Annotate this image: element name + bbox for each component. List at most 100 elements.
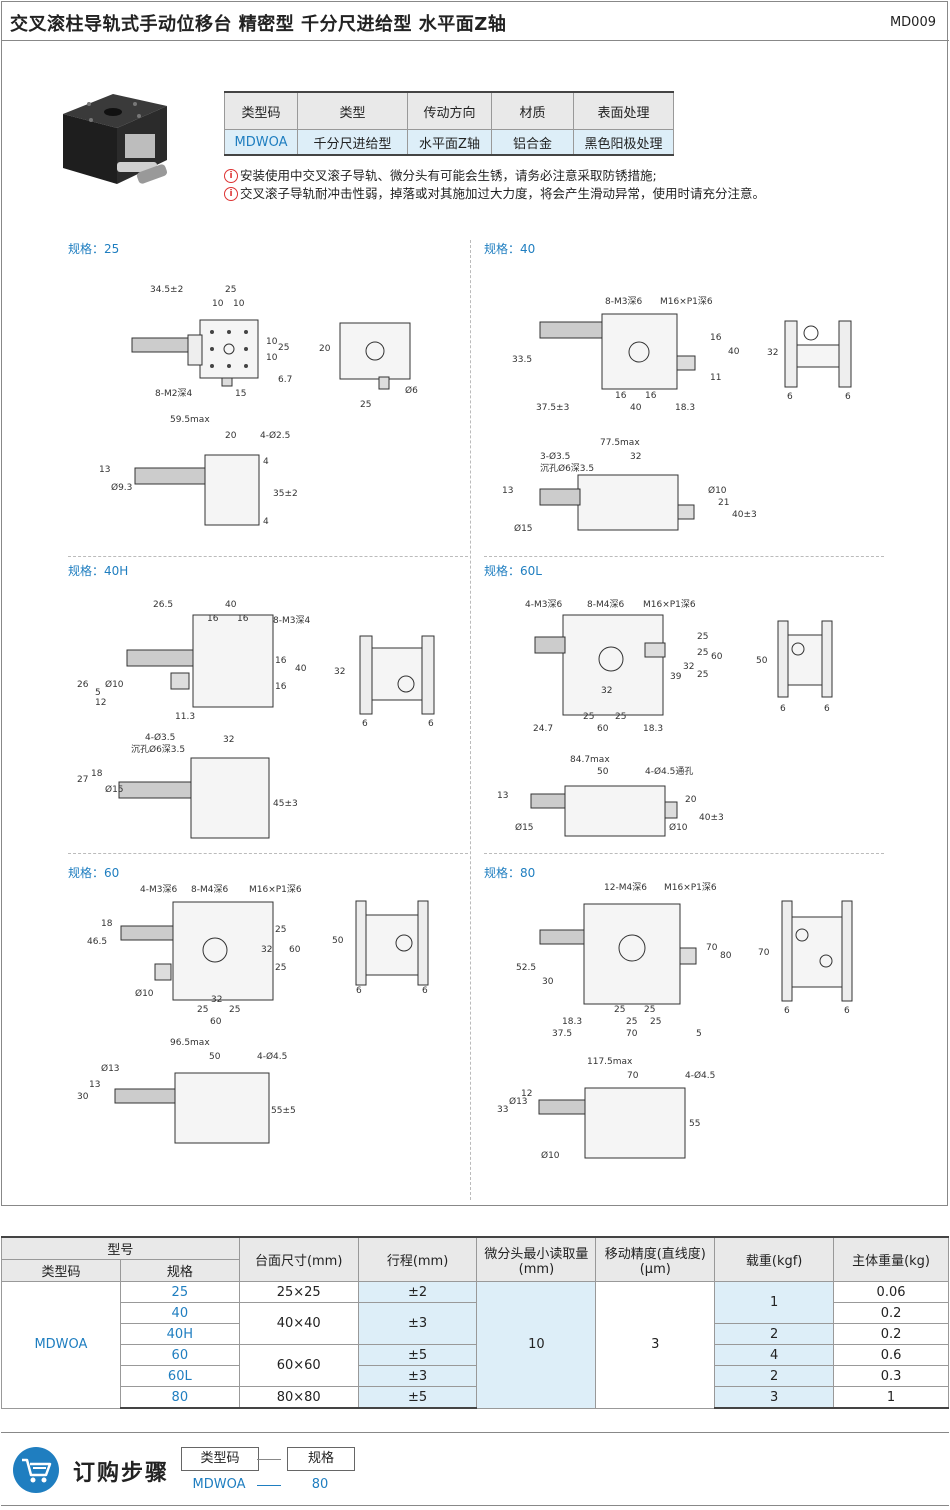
svg-text:4-M3深6: 4-M3深6 [140,884,177,895]
svg-text:5: 5 [696,1029,702,1039]
order-connector [257,1459,281,1460]
svg-text:10: 10 [266,353,278,363]
svg-text:Ø15: Ø15 [105,784,124,795]
cell-size: 60L [119,1365,240,1387]
section-divider [470,240,471,1200]
info-icon: i [224,169,238,183]
svg-text:34.5±2: 34.5±2 [150,285,183,295]
svg-text:M16×P1深6: M16×P1深6 [660,296,713,307]
spec-label-40h: 规格：40H [68,564,129,578]
cell-weight: 0.6 [833,1344,949,1366]
header-divider [1,40,949,41]
svg-text:25: 25 [644,1005,655,1015]
drawing-25-top: 34.5±2 25 10 10 10 10 25 6.7 15 8-M2深4 [100,280,300,404]
svg-text:16: 16 [275,656,287,666]
drawing-40-side: 32 6 6 [765,315,865,409]
svg-text:39: 39 [670,672,682,682]
svg-text:55: 55 [689,1119,700,1129]
svg-text:32: 32 [630,452,641,462]
svg-text:40: 40 [295,664,307,674]
svg-text:Ø6: Ø6 [405,385,418,396]
svg-text:20: 20 [319,344,331,354]
spec-cell-type: 千分尺进给型 [297,129,408,156]
svg-text:Ø10: Ø10 [708,485,727,496]
info-icon: i [224,187,238,201]
svg-text:26: 26 [77,680,89,690]
svg-text:Ø10: Ø10 [105,679,124,690]
svg-text:117.5max: 117.5max [587,1057,633,1067]
svg-text:13: 13 [89,1080,100,1090]
spec-table: 类型码 类型 传动方向 材质 表面处理 MDWOA 千分尺进给型 水平面Z轴 铝… [224,91,674,156]
order-value-size: 80 [311,1477,329,1492]
svg-text:33.5: 33.5 [512,355,532,365]
svg-text:Ø10: Ø10 [669,822,688,833]
cell-load: 3 [714,1386,835,1409]
svg-text:35±2: 35±2 [273,489,298,499]
drawing-40-front: 77.5max 3-Ø3.5 沉孔Ø6深3.5 32 13 Ø10 21 40±… [500,435,757,549]
svg-text:25: 25 [697,648,708,658]
svg-text:25: 25 [697,670,708,680]
svg-text:96.5max: 96.5max [170,1038,210,1048]
svg-text:8-M3深4: 8-M3深4 [273,615,310,626]
svg-text:Ø9.3: Ø9.3 [111,482,132,493]
drawing-60-top: 4-M3深6 8-M4深6 M16×P1深6 18 46.5 32 25 25 … [85,880,315,1034]
cart-icon [13,1447,59,1493]
svg-text:13: 13 [99,465,110,475]
svg-text:40: 40 [728,347,740,357]
svg-text:20: 20 [685,795,697,805]
drawing-80-front: 117.5max 70 4-Ø4.5 33 Ø13 12 55 Ø10 [495,1050,725,1169]
section-divider [68,853,468,854]
drawing-40-top: 8-M3深6 M16×P1深6 33.5 16 40 11 16 16 37.5… [510,290,750,424]
product-image [55,92,175,202]
spec-label-60l: 规格：60L [484,564,542,578]
svg-text:25: 25 [229,1005,240,1015]
cell-weight: 1 [833,1386,949,1409]
th-model: 型号 [1,1236,240,1260]
svg-text:32: 32 [767,348,778,358]
svg-text:10: 10 [233,299,245,309]
drawing-40h-top: 26.5 40 16 16 8-M3深4 16 40 16 26 Ø10 5 1… [75,595,335,729]
spec-label-25: 规格：25 [68,242,120,256]
svg-text:24.7: 24.7 [533,724,553,734]
svg-text:4-Ø3.5: 4-Ø3.5 [145,732,175,743]
svg-text:32: 32 [683,662,694,672]
th-weight: 主体重量(kg) [833,1236,949,1282]
svg-text:25: 25 [650,1017,661,1027]
svg-text:Ø13: Ø13 [509,1096,528,1107]
svg-text:3-Ø3.5: 3-Ø3.5 [540,451,570,462]
order-connector [257,1485,281,1486]
svg-text:25: 25 [583,712,594,722]
spec-header: 传动方向 [407,91,492,130]
svg-text:4-Ø4.5: 4-Ø4.5 [257,1051,287,1062]
spec-cell-typecode: MDWOA [224,129,298,156]
svg-text:18.3: 18.3 [675,403,695,413]
cell-stroke: ±5 [357,1344,478,1366]
svg-text:25: 25 [278,343,289,353]
drawing-60l-side: 50 6 6 [750,615,850,719]
svg-text:M16×P1深6: M16×P1深6 [664,882,717,893]
table-row: MDWOA 25 25×25 ±2 10 3 1 0.06 [1,1281,949,1409]
cell-weight: 0.06 [833,1281,949,1303]
svg-text:4: 4 [263,517,269,527]
svg-text:20: 20 [225,431,237,441]
spec-cell-finish: 黑色阳极处理 [573,129,674,156]
svg-text:Ø15: Ø15 [514,523,533,534]
cell-size: 40 [119,1302,240,1324]
svg-text:6: 6 [844,1006,850,1016]
svg-text:10: 10 [212,299,224,309]
cell-size: 25 [119,1281,240,1303]
spec-cell-material: 铝合金 [491,129,574,156]
cell-size: 60 [119,1344,240,1366]
svg-text:70: 70 [758,948,770,958]
cell-micro: 10 [476,1281,597,1409]
spec-label-60: 规格：60 [68,866,120,880]
cell-load: 1 [714,1281,835,1324]
spec-header: 类型码 [224,91,298,130]
svg-text:40±3: 40±3 [732,510,757,520]
svg-text:6: 6 [356,986,362,996]
drawing-60-side: 50 6 6 [330,895,440,1004]
svg-text:8-M2深4: 8-M2深4 [155,388,192,399]
